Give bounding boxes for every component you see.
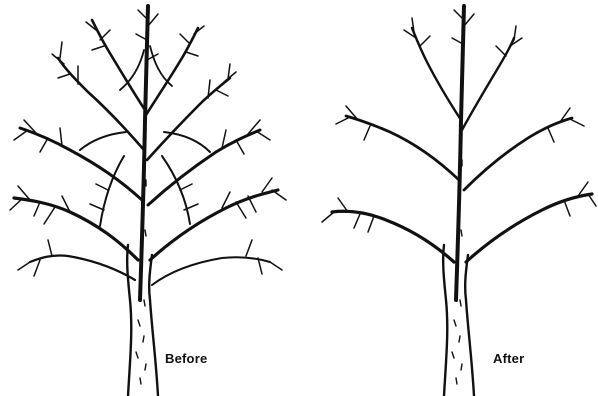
pruned-tree-icon (316, 0, 598, 396)
caption-after: After (493, 351, 524, 367)
unpruned-tree-icon (0, 0, 300, 396)
caption-before: Before (165, 351, 207, 367)
